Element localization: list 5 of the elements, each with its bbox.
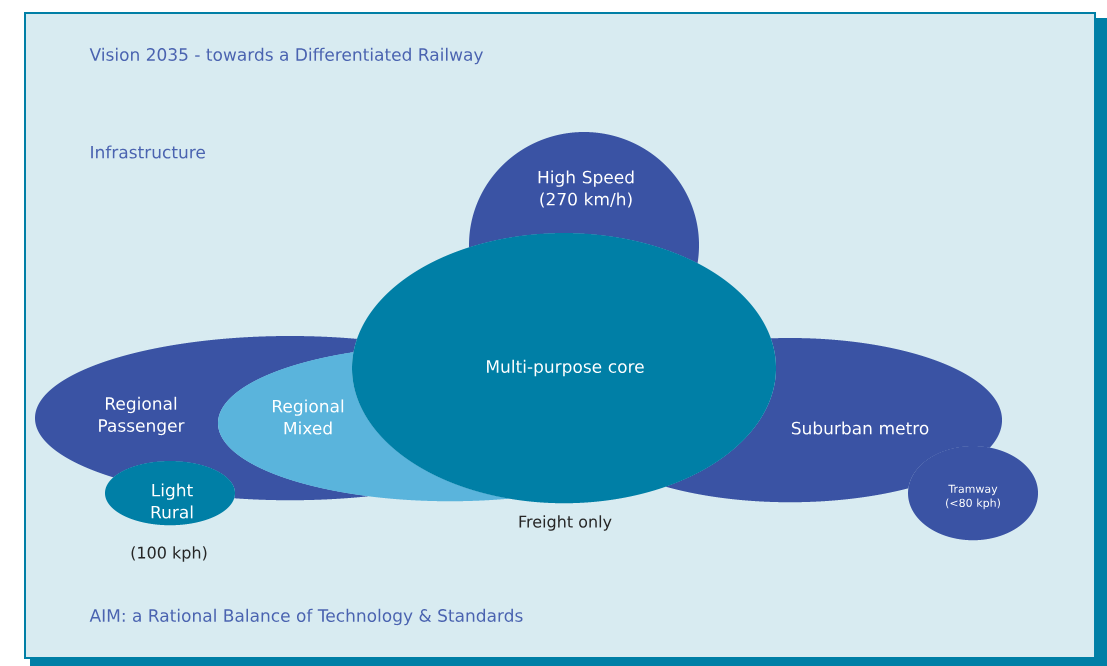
- freight-note: Freight only: [519, 515, 612, 531]
- speed-note: (100 kph): [131, 546, 207, 562]
- title: Vision 2035 - towards a Differentiated Railway: [89, 47, 483, 65]
- aim-statement: AIM: a Rational Balance of Technology & Standards: [89, 608, 523, 626]
- section-heading: Infrastructure: [91, 145, 205, 159]
